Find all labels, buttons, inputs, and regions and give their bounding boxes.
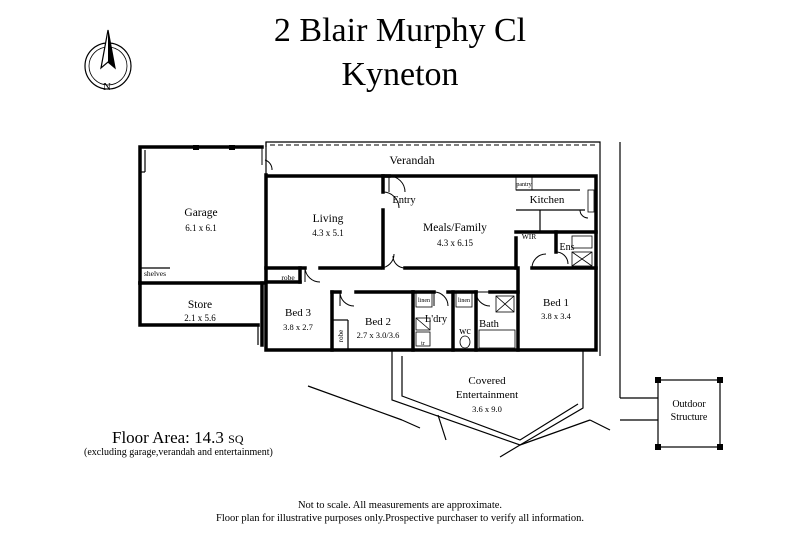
bed3-label: Bed 3 <box>285 307 311 319</box>
garage-walls <box>138 145 273 285</box>
robe-label-bed3: robe <box>281 273 295 282</box>
ensuite-label: Ens <box>560 242 575 253</box>
outdoor-structure-line2: Structure <box>671 412 708 423</box>
garage-dims: 6.1 x 6.1 <box>185 223 217 233</box>
store-walls <box>138 281 264 347</box>
floor-area-note: (excluding garage,verandah and entertain… <box>84 447 273 458</box>
shelves-label: shelves <box>144 269 166 278</box>
floor-area-unit: SQ <box>228 432 244 446</box>
compass-letter: N <box>103 81 111 93</box>
linen-label-1: linen <box>418 298 430 304</box>
bed3-dims: 3.8 x 2.7 <box>283 322 313 332</box>
house-outer-walls <box>264 173 598 352</box>
store-dims: 2.1 x 5.6 <box>184 313 216 323</box>
verandah-outline <box>265 141 601 356</box>
disclaimer-line-1: Not to scale. All measurements are appro… <box>297 500 503 511</box>
verandah-label: Verandah <box>389 153 434 167</box>
door-swings <box>304 191 589 307</box>
covered-dims: 3.6 x 9.0 <box>472 404 502 414</box>
entry-label: Entry <box>392 195 416 206</box>
meals-family-label: Meals/Family <box>423 222 487 234</box>
wir-label: WIR <box>522 232 537 241</box>
covered-entertainment-outline <box>307 350 611 458</box>
north-compass-icon: N <box>84 29 132 93</box>
bed2-dims: 2.7 x 3.0/3.6 <box>357 330 400 340</box>
store-label: Store <box>188 299 212 311</box>
linen-label-2: linen <box>458 298 470 304</box>
kitchen-label: Kitchen <box>530 194 565 206</box>
meals-family-dims: 4.3 x 6.15 <box>437 238 474 248</box>
plan-title-address: 2 Blair Murphy Cl <box>273 12 527 49</box>
outdoor-structure-line1: Outdoor <box>672 399 706 410</box>
wc-label: wc <box>459 326 471 337</box>
covered-label-line2: Entertainment <box>456 389 518 401</box>
garage-label: Garage <box>184 207 217 219</box>
robe-label-bed2: robe <box>337 330 345 342</box>
covered-label-line1: Covered <box>468 375 506 387</box>
bath-label: Bath <box>479 319 500 330</box>
pantry-label: pantry <box>516 182 531 188</box>
bed2-label: Bed 2 <box>365 316 391 328</box>
living-label: Living <box>313 213 344 225</box>
plan-title-suburb: Kyneton <box>341 56 459 93</box>
site-boundary <box>619 142 723 450</box>
laundry-label: L'dry <box>425 314 448 325</box>
interior-walls <box>264 174 598 352</box>
bed1-label: Bed 1 <box>543 297 569 309</box>
living-dims: 4.3 x 5.1 <box>312 228 344 238</box>
bed1-dims: 3.8 x 3.4 <box>541 311 572 321</box>
floor-area-value: Floor Area: 14.3 <box>112 428 224 447</box>
disclaimer-line-2: Floor plan for illustrative purposes onl… <box>216 513 584 524</box>
floor-area: Floor Area: 14.3 SQ <box>112 428 244 448</box>
tr-label: tr <box>421 341 425 347</box>
